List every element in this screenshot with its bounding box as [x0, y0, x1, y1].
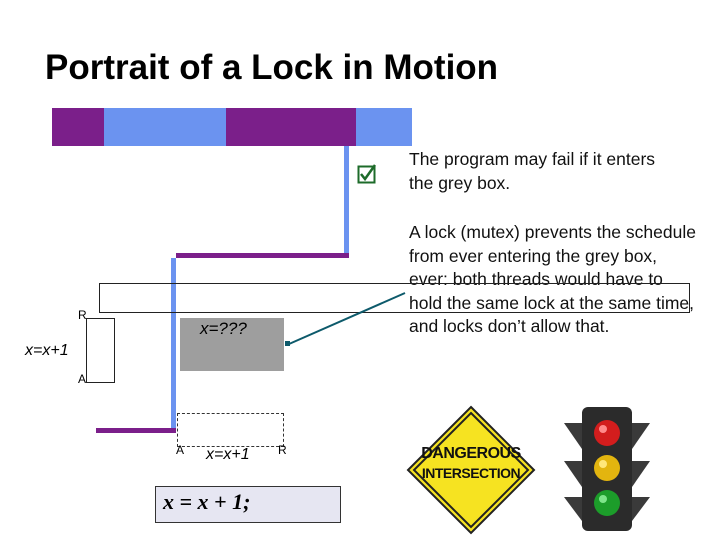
grey-box [180, 318, 284, 371]
schedule-segment-blue [104, 108, 226, 146]
dangerous-intersection-sign: DANGEROUS INTERSECTION [406, 405, 536, 535]
page-title: Portrait of a Lock in Motion [45, 48, 499, 87]
note-grey-box-failure: The program may fail if it enters the gr… [409, 149, 656, 193]
schedule-segment-purple [52, 108, 104, 146]
thread1-path-segment [96, 428, 176, 433]
lock-region-horizontal [99, 283, 690, 313]
note-lock-explanation: A lock (mutex) prevents the schedule fro… [409, 222, 696, 336]
schedule-segment-purple [226, 108, 356, 146]
schedule-segment-blue [356, 108, 412, 146]
traffic-light-icon [560, 405, 654, 533]
sign-text-line1: DANGEROUS [421, 445, 521, 462]
code-box [155, 486, 341, 523]
thread2-path-segment [344, 146, 349, 253]
checkbox-check-icon [357, 164, 377, 184]
label-unknown-value: x=??? [200, 319, 247, 338]
lock-region-vertical [86, 318, 115, 383]
thread2-path-segment [171, 258, 176, 432]
label-acquire-bottom: A [176, 443, 185, 457]
label-statement-bottom: x=x+1 [206, 446, 250, 463]
label-release-top: R [78, 308, 87, 322]
label-statement-left: x=x+1 [25, 342, 69, 359]
label-acquire-left: A [78, 372, 87, 386]
label-release-bottom: R [278, 443, 287, 457]
sign-text-line2: INTERSECTION [421, 465, 521, 481]
lock-region-dotted [177, 413, 284, 447]
code-statement: x = x + 1; [163, 489, 251, 514]
thread1-path-segment [176, 253, 349, 258]
